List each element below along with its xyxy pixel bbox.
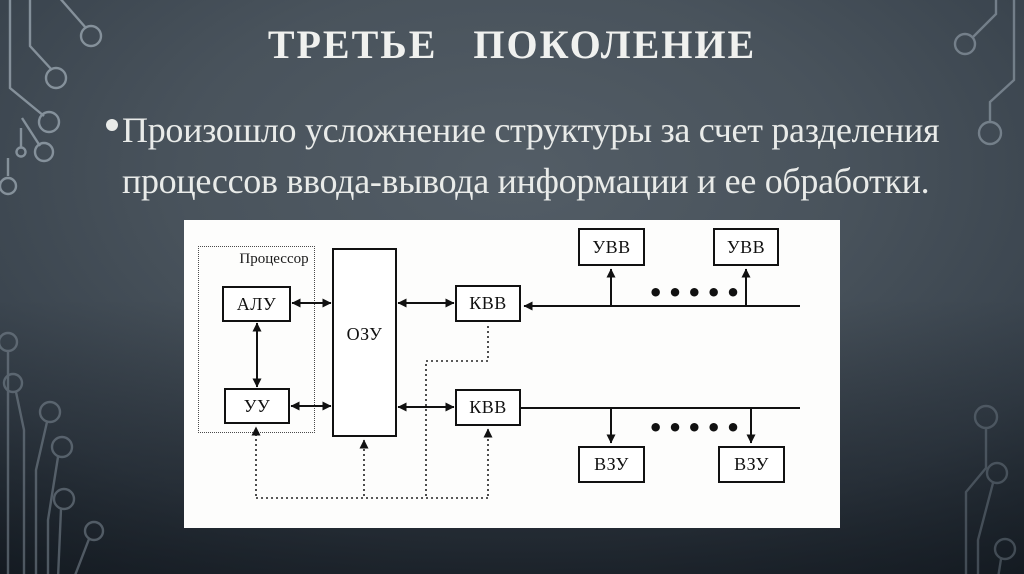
block-uu: УУ bbox=[224, 388, 290, 424]
bullet-line-2: процессов ввода-вывода информации и ее о… bbox=[122, 161, 930, 201]
block-uvv-1: УВВ bbox=[578, 228, 645, 266]
architecture-diagram: Процессор АЛУ УУ ОЗУ КВВ КВВ УВВ УВВ ВЗУ… bbox=[184, 220, 840, 528]
block-ozu: ОЗУ bbox=[332, 248, 397, 437]
ellipsis-dots-bottom: ••••• bbox=[648, 414, 745, 442]
block-vzu-1: ВЗУ bbox=[578, 446, 645, 483]
block-kvv-bottom: КВВ bbox=[455, 389, 521, 426]
circuit-trace-bottom-left bbox=[0, 331, 105, 574]
bullet-item: Произошло усложнение структуры за счет р… bbox=[106, 105, 966, 207]
slide-title-word-1: ТРЕТЬЕ bbox=[267, 22, 438, 67]
block-alu: АЛУ bbox=[222, 286, 291, 322]
diagram-connections bbox=[251, 268, 800, 499]
bullet-marker bbox=[106, 119, 118, 131]
control-line-kvv-top bbox=[425, 326, 489, 498]
block-vzu-2: ВЗУ bbox=[718, 446, 785, 483]
block-uvv-2: УВВ bbox=[713, 228, 779, 266]
block-kvv-top: КВВ bbox=[455, 285, 521, 322]
bullet-line-1: Произошло усложнение структуры за счет р… bbox=[122, 110, 940, 150]
circuit-trace-bottom-right bbox=[964, 404, 1017, 574]
bullet-text: Произошло усложнение структуры за счет р… bbox=[122, 105, 940, 207]
ellipsis-dots-top: ••••• bbox=[648, 279, 745, 307]
processor-group-label: Процессор bbox=[239, 251, 309, 267]
slide-title-word-2: ПОКОЛЕНИЕ bbox=[473, 22, 757, 67]
slide-title: ТРЕТЬЕ ПОКОЛЕНИЕ bbox=[0, 24, 1024, 66]
